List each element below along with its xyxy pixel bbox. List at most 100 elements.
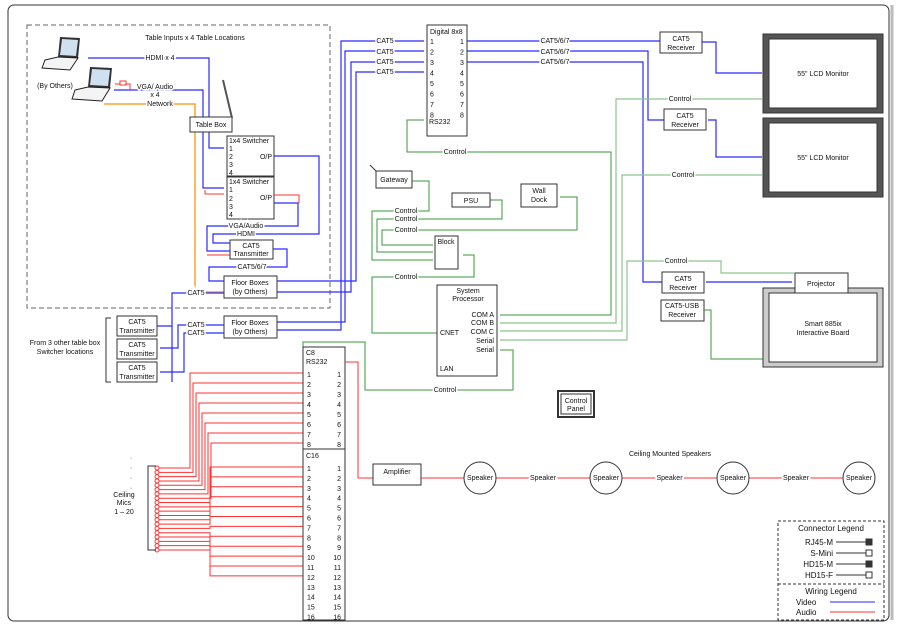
c16-input-port: 5 bbox=[307, 506, 311, 513]
c8-input-port: 3 bbox=[307, 392, 311, 399]
c16-output-port: 8 bbox=[337, 535, 341, 542]
mic-connector bbox=[154, 508, 160, 514]
transmitter-label: CAT5 bbox=[128, 342, 145, 349]
floor-boxes-2[interactable] bbox=[223, 315, 278, 339]
c8-rs232: RS232 bbox=[306, 359, 328, 366]
c8-input-port: 5 bbox=[307, 412, 311, 419]
speaker-cable-label: Speaker bbox=[783, 475, 810, 482]
system-processor[interactable]: System Processor COM A COM B COM C Seria… bbox=[436, 284, 498, 377]
cable-label: CAT5/6/7 bbox=[540, 59, 569, 66]
switcher-port: 1 bbox=[229, 146, 233, 153]
c8-output-port: 5 bbox=[337, 412, 341, 419]
control-gateway bbox=[371, 180, 433, 261]
control-label: Control bbox=[395, 216, 418, 223]
mic-cable bbox=[158, 402, 303, 482]
switcher-port: 2 bbox=[229, 154, 233, 161]
block-label: Block bbox=[437, 239, 455, 246]
mic-cable bbox=[158, 392, 303, 478]
connector-icon bbox=[865, 549, 873, 557]
projector[interactable] bbox=[794, 272, 849, 294]
matrix-output-cables bbox=[467, 40, 664, 283]
amplifier[interactable] bbox=[372, 463, 422, 486]
wall-dock-label: Dock bbox=[531, 197, 547, 204]
block[interactable] bbox=[434, 235, 459, 270]
c16-output-port: 5 bbox=[337, 506, 341, 513]
c8-output-port: 7 bbox=[337, 432, 341, 439]
ceiling-speaker[interactable]: Speaker bbox=[842, 461, 876, 495]
control-label: Control bbox=[395, 208, 418, 215]
switcher-port: 3 bbox=[229, 162, 233, 169]
psu[interactable] bbox=[451, 192, 491, 208]
switcher-port: 4 bbox=[229, 170, 233, 177]
c16-input-port: 2 bbox=[307, 476, 311, 483]
lcd-monitor-2[interactable]: 55" LCD Monitor bbox=[762, 117, 884, 198]
cable-label: CAT5/6/7 bbox=[540, 38, 569, 45]
connector-icon bbox=[865, 538, 873, 546]
wall-dock[interactable] bbox=[520, 183, 558, 208]
mic-connector bbox=[154, 517, 160, 523]
speaker-label: Speaker bbox=[720, 475, 747, 482]
receiver-label: CAT5 bbox=[672, 36, 689, 43]
c16-input-port: 3 bbox=[307, 486, 311, 493]
c8-input-port: 4 bbox=[307, 402, 311, 409]
control-label: Control bbox=[434, 387, 457, 394]
c8-output-port: 1 bbox=[337, 372, 341, 379]
board-label: Interactive Board bbox=[797, 330, 850, 337]
wall-dock-label: Wall bbox=[532, 188, 546, 195]
matrix-input-port: 5 bbox=[430, 81, 434, 88]
switcher-port: 1 bbox=[229, 187, 233, 194]
ceiling-speaker[interactable]: Speaker bbox=[589, 461, 623, 495]
table-area-title: Table Inputs x 4 Table Locations bbox=[145, 35, 245, 42]
c8-title: C8 bbox=[306, 350, 315, 357]
c16-output-port: 3 bbox=[337, 486, 341, 493]
hdmi-out-cable bbox=[212, 155, 320, 244]
connector-icon bbox=[865, 560, 873, 568]
transmitter-label: Transmitter bbox=[119, 351, 155, 358]
transmitter-cables bbox=[157, 324, 224, 373]
switcher-port: 2 bbox=[229, 196, 233, 203]
receiver-label: Receiver bbox=[667, 45, 695, 52]
vga-cable bbox=[114, 89, 224, 189]
matrix-input-port: 1 bbox=[430, 39, 434, 46]
mic-connector bbox=[154, 482, 160, 488]
mics-label: Mics bbox=[117, 500, 132, 507]
connector-legend-item: S-Mini bbox=[810, 549, 833, 558]
mic-connector bbox=[154, 504, 160, 510]
cable-label: CAT5/6/7 bbox=[540, 49, 569, 56]
ceiling-speaker[interactable]: Speaker bbox=[463, 461, 497, 495]
interactive-board[interactable]: Smart 885ix Interactive Board bbox=[762, 287, 884, 368]
matrix-input-port: 2 bbox=[430, 50, 434, 57]
lcd-monitor-1[interactable]: 55" LCD Monitor bbox=[762, 33, 884, 114]
mic-cable bbox=[158, 506, 303, 521]
c16-output-port: 15 bbox=[333, 605, 341, 612]
connector-legend-item: RJ45-M bbox=[805, 538, 833, 547]
floor-boxes-label: Floor Boxes bbox=[231, 280, 269, 287]
switcher-vga[interactable]: 1x4 Switcher 1 2 3 4 O/P bbox=[226, 176, 275, 220]
ceiling-speaker[interactable]: Speaker bbox=[716, 461, 750, 495]
c16-input-port: 10 bbox=[307, 555, 315, 562]
control-panel[interactable]: Control Panel bbox=[557, 390, 595, 418]
c8-output-port: 3 bbox=[337, 392, 341, 399]
audio-out-cable bbox=[207, 194, 300, 256]
floor-boxes-1[interactable] bbox=[223, 275, 278, 299]
mic-connector bbox=[154, 525, 160, 531]
c16-output-port: 9 bbox=[337, 545, 341, 552]
mic-cable bbox=[158, 412, 303, 486]
matrix-output-port: 8 bbox=[460, 113, 464, 120]
receiver-label: CAT5 bbox=[674, 276, 691, 283]
table-box[interactable] bbox=[189, 116, 233, 133]
switcher-hdmi[interactable]: 1x4 Switcher 1 2 3 4 O/P bbox=[226, 135, 275, 177]
matrix-output-port: 7 bbox=[460, 102, 464, 109]
wiring-legend-title: Wiring Legend bbox=[805, 587, 857, 596]
gateway[interactable] bbox=[375, 170, 413, 189]
speaker-cable-label: Speaker bbox=[656, 475, 683, 482]
